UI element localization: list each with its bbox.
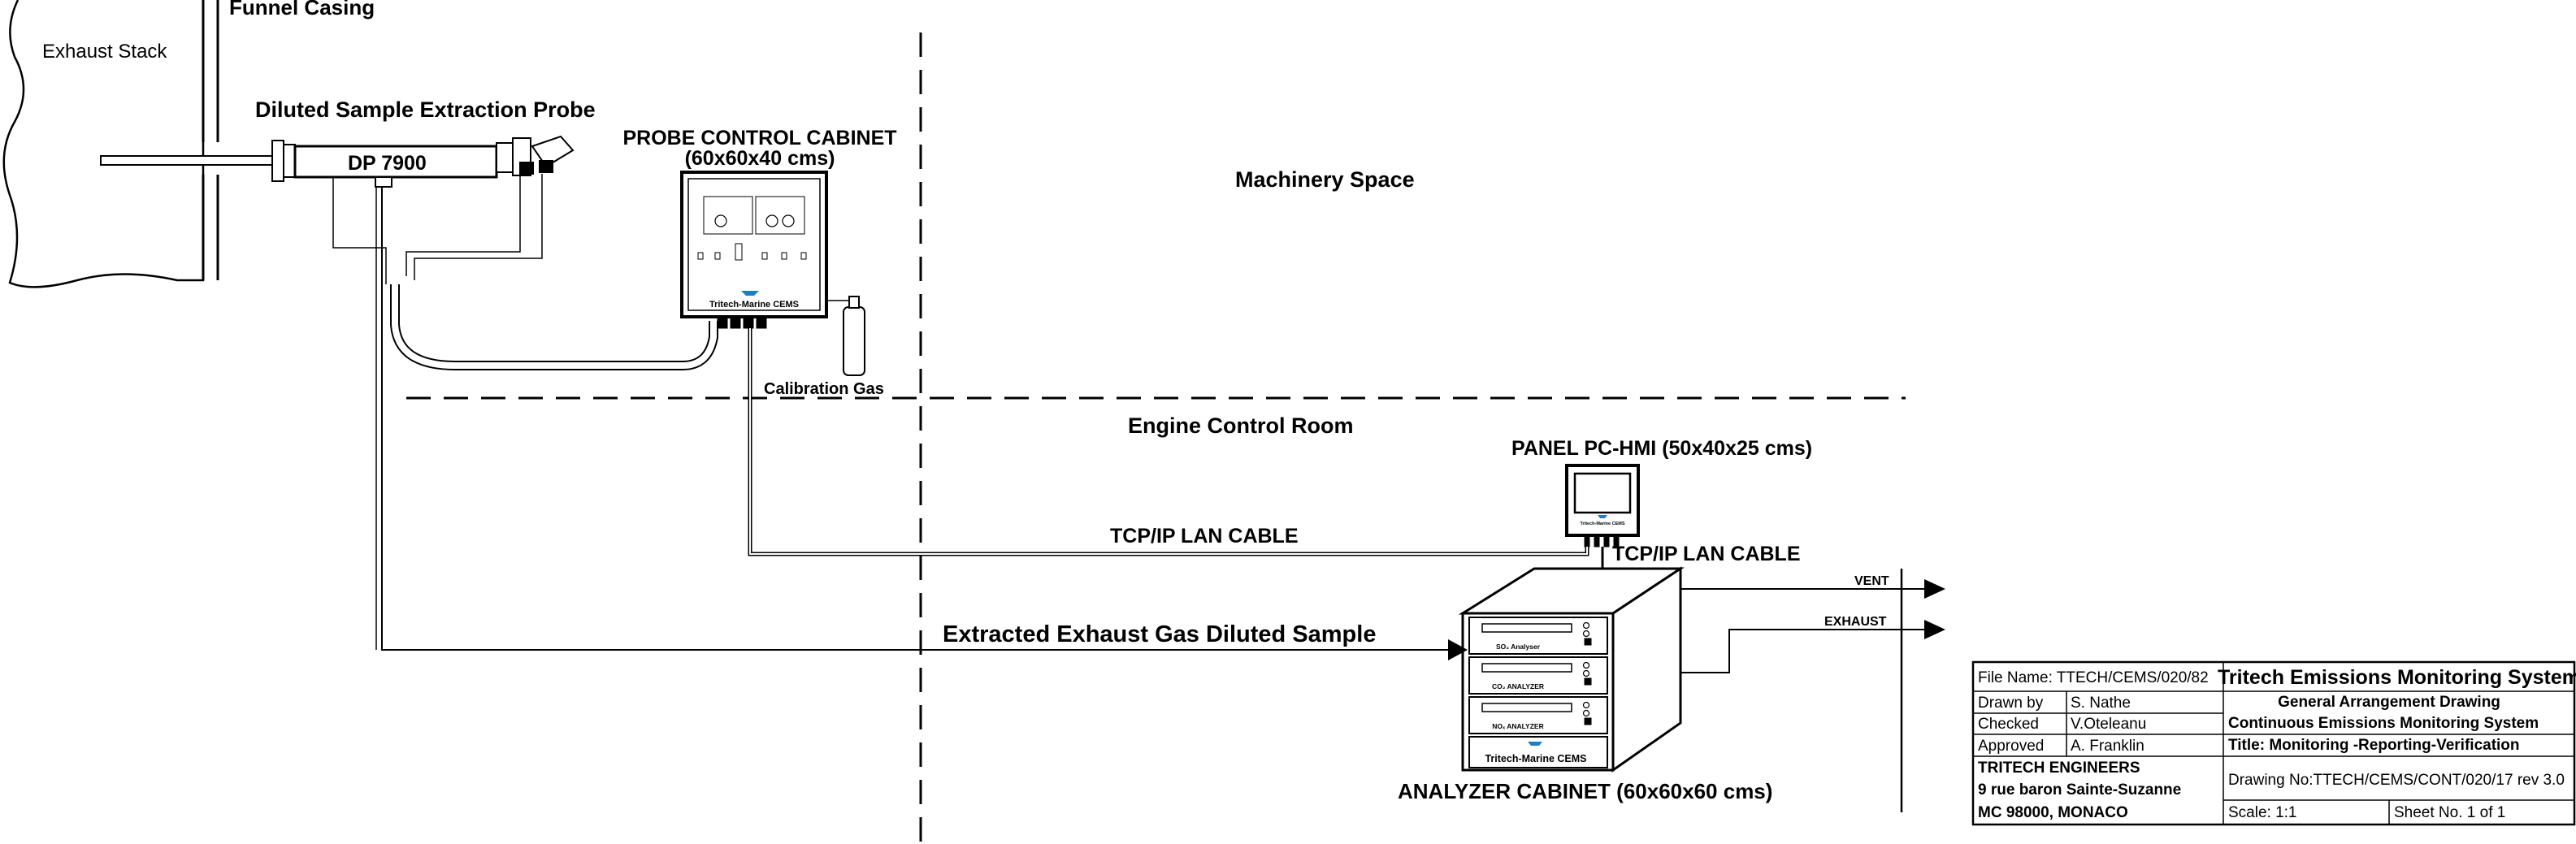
tb-sheet: Sheet No. 1 of 1 xyxy=(2394,804,2505,821)
vent-exhaust-lines xyxy=(1680,569,1924,812)
tb-drawn-by: S. Nathe xyxy=(2071,695,2131,712)
exhaust-arrow-icon xyxy=(1924,620,1945,639)
hmi-logo-icon xyxy=(1598,515,1607,518)
title-block xyxy=(1971,660,2576,826)
tb-drawing-type: General Arrangement Drawing xyxy=(2278,694,2500,711)
engine-control-room-label: Engine Control Room xyxy=(1128,413,1353,438)
tb-title: Title: Monitoring -Reporting-Verificatio… xyxy=(2228,737,2520,754)
analyzer-cabinet-brand: Tritech-Marine CEMS xyxy=(1485,753,1586,764)
tb-file-name: File Name: TTECH/CEMS/020/82 xyxy=(1978,669,2209,686)
tb-drawing-subtitle: Continuous Emissions Monitoring System xyxy=(2228,715,2539,732)
analyzer-logo-icon xyxy=(1528,742,1542,746)
nox-analyzer-label: NOₓ ANALYZER xyxy=(1492,722,1543,730)
tb-system-title: Tritech Emissions Monitoring System xyxy=(2218,666,2576,689)
tb-approved-label: Approved xyxy=(1978,738,2044,755)
analyzer-cabinet-label: ANALYZER CABINET (60x60x60 cms) xyxy=(1398,779,1772,803)
funnel-casing-label: Funnel Casing xyxy=(229,0,375,19)
vent-arrow-icon xyxy=(1924,579,1945,599)
probe-cabinet-dims: (60x60x40 cms) xyxy=(685,147,835,170)
probe-cabinet-brand: Tritech-Marine CEMS xyxy=(709,300,799,309)
tb-checked-label: Checked xyxy=(1978,716,2039,733)
brand-logo-icon xyxy=(741,291,759,296)
vent-label: VENT xyxy=(1854,574,1889,588)
exhaust-label: EXHAUST xyxy=(1824,615,1887,629)
analyzer-cabinet xyxy=(1458,566,1685,773)
exhaust-stack-label: Exhaust Stack xyxy=(42,41,167,63)
exhaust-stack xyxy=(2,0,205,288)
probe-control-cabinet xyxy=(680,171,828,329)
tb-scale: Scale: 1:1 xyxy=(2228,804,2297,821)
tcpip-cable-label-1: TCP/IP LAN CABLE xyxy=(1110,525,1299,548)
tb-approved: A. Franklin xyxy=(2071,738,2144,755)
machinery-space-label: Machinery Space xyxy=(1235,167,1415,192)
panel-pc-hmi xyxy=(1565,464,1640,548)
tb-address-1: 9 rue baron Sainte-Suzanne xyxy=(1978,781,2181,799)
probe-label: Diluted Sample Extraction Probe xyxy=(255,97,596,122)
so2-analyser-label: SO₂ Analyser xyxy=(1496,643,1541,651)
extraction-probe xyxy=(100,135,575,188)
dp-label: DP 7900 xyxy=(348,152,427,175)
hmi-brand: Tritech-Marine CEMS xyxy=(1580,522,1624,526)
tb-drawn-by-label: Drawn by xyxy=(1978,695,2044,712)
probe-cabinet-title: PROBE CONTROL CABINET xyxy=(622,127,896,149)
sample-line xyxy=(375,187,1455,651)
calibration-gas-bottle xyxy=(826,296,865,376)
probe-tubing xyxy=(332,174,718,370)
funnel-casing xyxy=(202,0,219,280)
tb-checked: V.Oteleanu xyxy=(2071,716,2146,733)
tcpip-cable-label-2: TCP/IP LAN CABLE xyxy=(1612,543,1801,565)
tb-drawing-no: Drawing No:TTECH/CEMS/CONT/020/17 rev 3.… xyxy=(2228,772,2565,789)
co2-analyzer-label: CO₂ ANALYZER xyxy=(1492,682,1544,690)
panel-pc-label: PANEL PC-HMI (50x40x25 cms) xyxy=(1511,437,1812,460)
tb-address-2: MC 98000, MONACO xyxy=(1978,804,2128,821)
calibration-gas-label: Calibration Gas xyxy=(764,380,884,398)
extracted-sample-label: Extracted Exhaust Gas Diluted Sample xyxy=(943,621,1376,647)
tb-company: TRITECH ENGINEERS xyxy=(1978,760,2140,777)
lan-cable-cabinet-hmi xyxy=(748,328,1589,556)
sample-arrow-icon xyxy=(1448,639,1468,660)
